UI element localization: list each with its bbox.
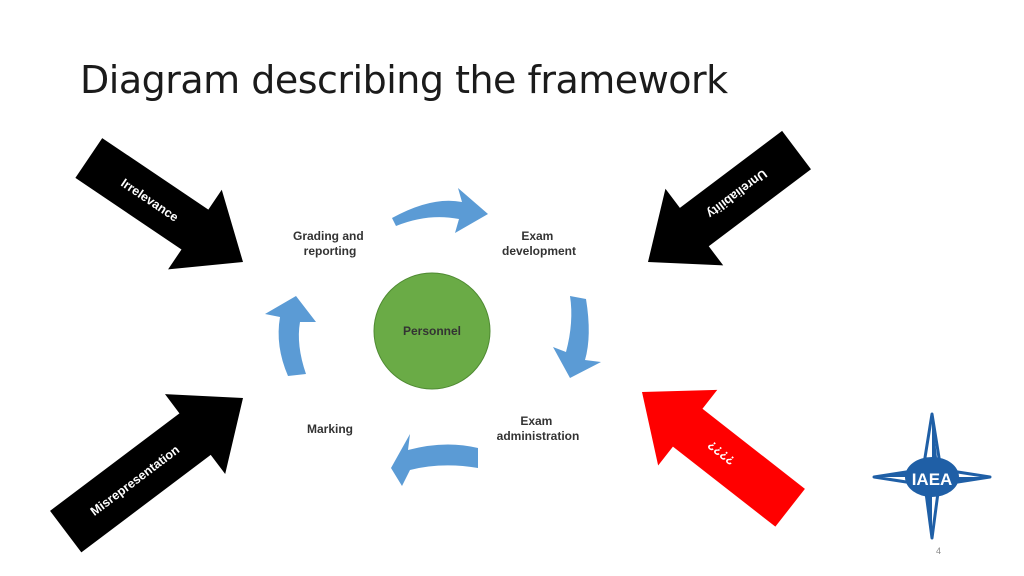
threat-arrow-irrelevance: Irrelevance: [75, 138, 243, 270]
iaea-logo-icon: IAEA: [872, 412, 992, 540]
node-marking: Marking: [307, 422, 353, 436]
threat-arrow-unreliability: Unreliability: [648, 130, 811, 266]
cycle-arrow-bottom: [391, 434, 478, 486]
node-grading-reporting: Grading and reporting: [293, 229, 367, 258]
center-label: Personnel: [403, 324, 461, 338]
node-exam-administration: Exam administration: [497, 414, 580, 443]
page-number: 4: [936, 546, 942, 556]
threat-arrow-unknown: ????: [642, 389, 805, 527]
slide-title: Diagram describing the framework: [80, 58, 728, 102]
cycle-arrow-left: [265, 296, 316, 376]
logo-text: IAEA: [912, 470, 953, 489]
node-exam-development: Exam development: [502, 229, 576, 258]
cycle-arrow-top: [392, 188, 488, 233]
cycle-arrow-right: [553, 296, 601, 378]
center-circle: [373, 272, 491, 390]
threat-arrow-misrepresentation: Misrepresentation: [50, 394, 243, 553]
